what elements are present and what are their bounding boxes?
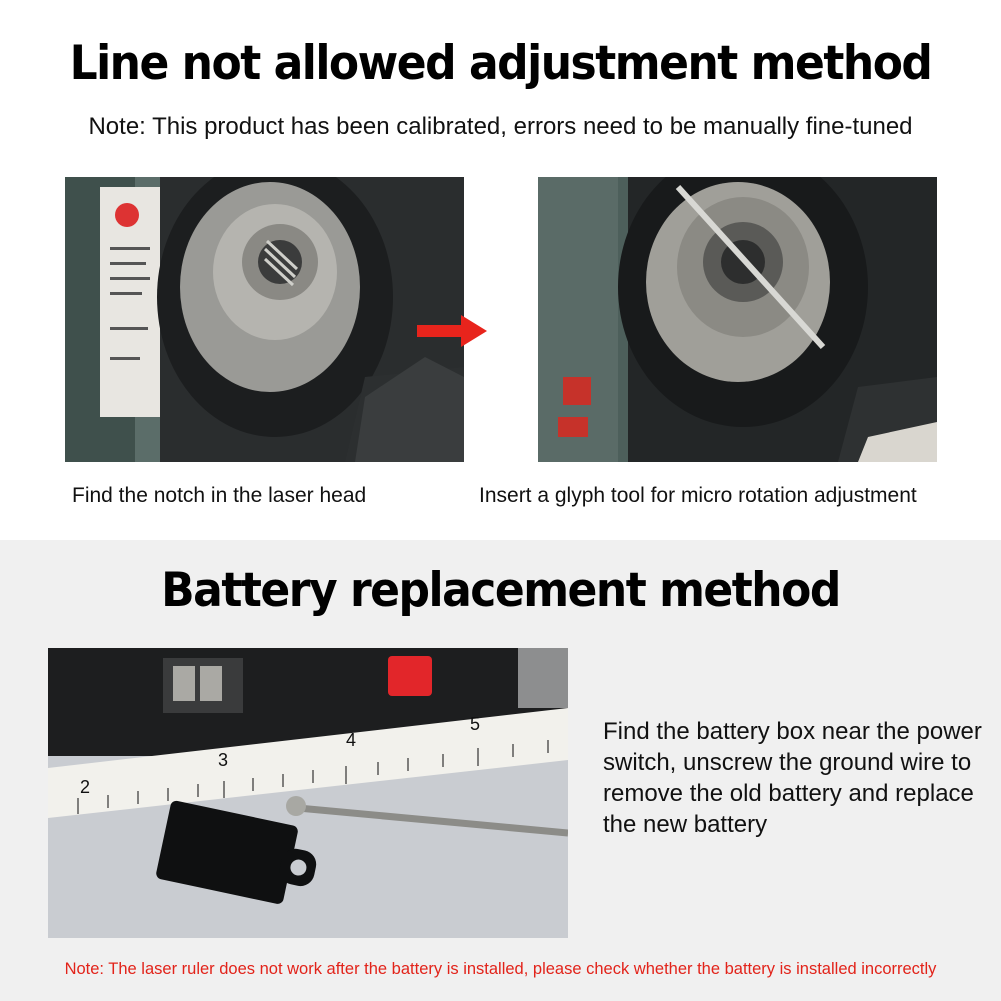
tool-insert-photo — [538, 177, 937, 462]
ruler-number-3: 3 — [218, 750, 228, 770]
ruler-number-4: 4 — [346, 730, 356, 750]
arrow-right-icon — [417, 315, 487, 347]
battery-title: Battery replacement method — [161, 562, 841, 619]
ruler-number-5: 5 — [470, 714, 480, 734]
ruler-number-2: 2 — [80, 777, 90, 797]
adjustment-title: Line not allowed adjustment method — [69, 35, 933, 92]
battery-warning-note: Note: The laser ruler does not work afte… — [64, 960, 937, 978]
battery-instructions: Find the battery box near the power swit… — [603, 718, 982, 838]
battery-replacement-photo: 2 3 4 5 — [48, 648, 568, 938]
step2-caption: Insert a glyph tool for micro rotation a… — [479, 484, 917, 507]
laser-head-notch-photo — [65, 177, 464, 462]
calibration-note: Note: This product has been calibrated, … — [88, 113, 913, 140]
step1-caption: Find the notch in the laser head — [72, 484, 367, 507]
